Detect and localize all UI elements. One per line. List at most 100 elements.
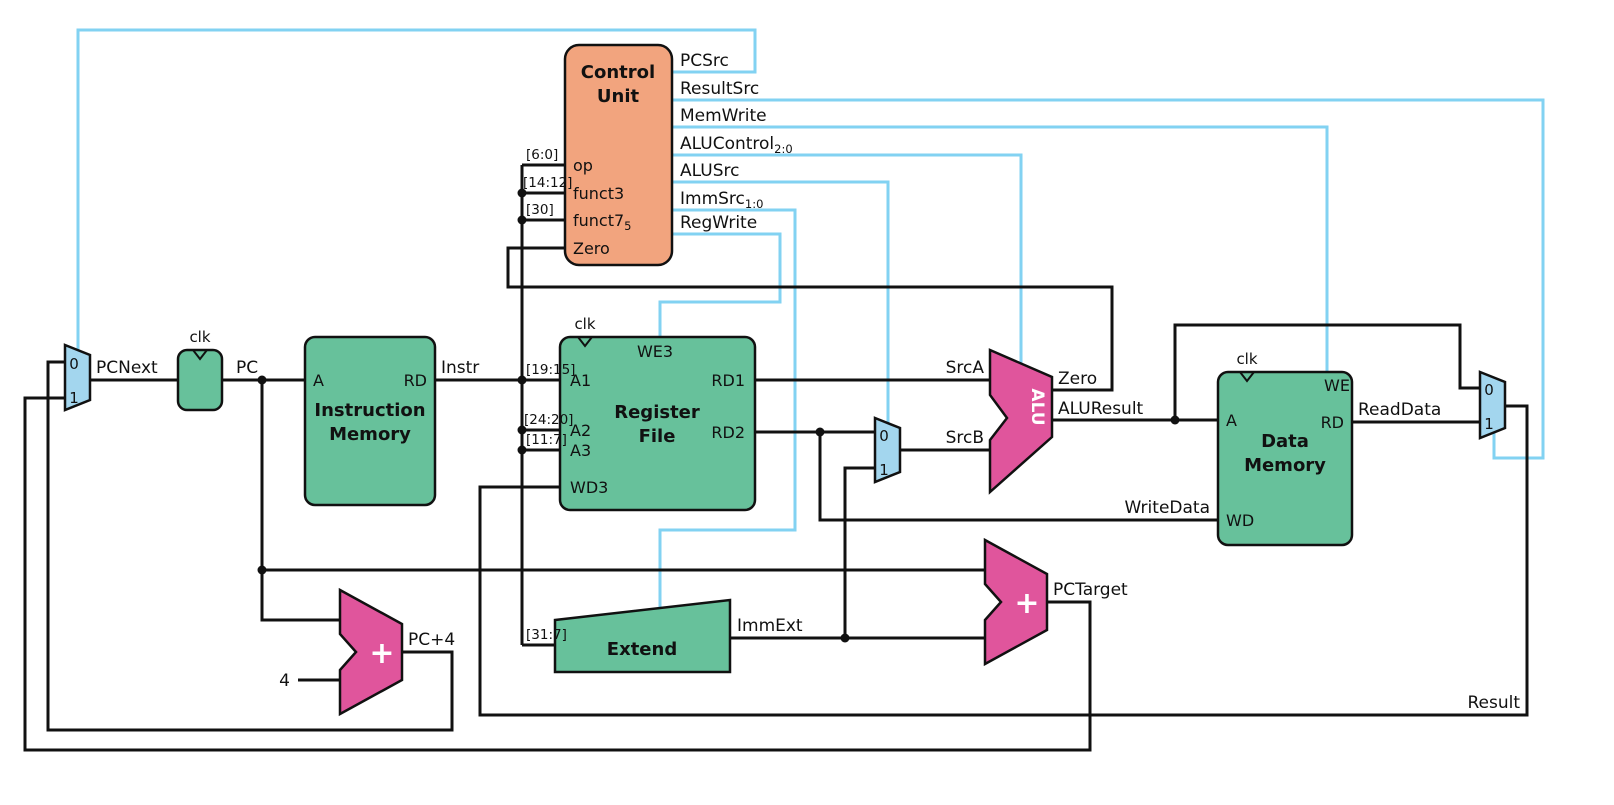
control-wires bbox=[76, 28, 1545, 608]
label-four: 4 bbox=[279, 671, 290, 691]
label-result: Result bbox=[1467, 693, 1520, 713]
label-srca: SrcA bbox=[946, 358, 985, 378]
regfile-title-line1: Register bbox=[614, 402, 700, 423]
junction-dot bbox=[840, 633, 850, 643]
label-immsrc-sub: 1:0 bbox=[745, 197, 764, 211]
junction-dot bbox=[815, 427, 825, 437]
control-input-funct7: funct75 bbox=[573, 211, 632, 233]
control-unit-title-line1: Control bbox=[581, 62, 655, 83]
regfile-title-line2: File bbox=[639, 426, 676, 447]
clk-wedge-icon bbox=[577, 336, 593, 348]
pctarget-adder-plus: + bbox=[1014, 586, 1039, 621]
extend-block bbox=[553, 598, 732, 674]
data-memory-block bbox=[1216, 370, 1354, 547]
junction-dot bbox=[517, 425, 527, 435]
pcnext-mux bbox=[63, 343, 92, 412]
control-input-funct3: funct3 bbox=[573, 184, 624, 203]
instruction-memory-block bbox=[303, 335, 437, 507]
label-alucontrol-main: ALUControl bbox=[680, 134, 774, 154]
junction-dot bbox=[517, 375, 527, 385]
pcplus4-adder-plus: + bbox=[369, 636, 394, 671]
result-mux-in1: 1 bbox=[1484, 415, 1494, 433]
junction-dot bbox=[257, 375, 267, 385]
control-input-funct7-main: funct7 bbox=[573, 211, 624, 230]
junction-dot bbox=[517, 445, 527, 455]
wire-resultsrc bbox=[672, 98, 1545, 460]
pc-register-block bbox=[176, 348, 224, 412]
pcnext-mux-in1: 1 bbox=[69, 389, 79, 407]
label-memwrite: MemWrite bbox=[680, 106, 767, 126]
regfile-pin-rd1: RD1 bbox=[711, 371, 745, 390]
pcnext-mux-in0: 0 bbox=[69, 355, 79, 373]
regfile-pin-a1: A1 bbox=[570, 371, 591, 390]
regfile-clk-label: clk bbox=[574, 315, 595, 333]
data-wires bbox=[23, 163, 1529, 752]
slice-a2: [24:20] bbox=[524, 412, 573, 428]
wire-pctarget-loop bbox=[23, 396, 1092, 752]
regfile-pin-rd2: RD2 bbox=[711, 423, 745, 442]
extend-title: Extend bbox=[607, 639, 677, 660]
wire-alucontrol bbox=[672, 153, 1023, 364]
wire-writedata bbox=[818, 432, 1218, 522]
control-unit-block bbox=[563, 43, 674, 267]
dmem-pin-wd: WD bbox=[1226, 511, 1254, 530]
dmem-pin-a: A bbox=[1226, 411, 1237, 430]
label-alusrc: ALUSrc bbox=[680, 161, 739, 181]
label-alucontrol-sub: 2:0 bbox=[774, 142, 793, 156]
alu-title: ALU bbox=[1027, 388, 1047, 425]
wire-regwrite bbox=[658, 232, 782, 337]
slice-a1: [19:15] bbox=[526, 362, 575, 378]
junction-dot bbox=[257, 565, 267, 575]
regfile-pin-a3: A3 bbox=[570, 441, 591, 460]
label-pcplus4: PC+4 bbox=[408, 630, 455, 650]
wire-zero-flag bbox=[506, 246, 1114, 392]
clk-wedge-icon bbox=[192, 349, 208, 361]
wire-immsrc bbox=[658, 208, 797, 608]
slice-funct7: [30] bbox=[526, 202, 554, 218]
clk-wedge-icon bbox=[1239, 371, 1255, 383]
control-input-op: op bbox=[573, 156, 593, 175]
alu-block bbox=[988, 348, 1054, 495]
label-immext: ImmExt bbox=[737, 616, 803, 636]
regfile-pin-wd3: WD3 bbox=[570, 478, 608, 497]
slice-funct3: [14:12] bbox=[523, 175, 572, 191]
slice-imm: [31:7] bbox=[526, 627, 567, 643]
label-pctarget: PCTarget bbox=[1053, 580, 1128, 600]
imem-title-line1: Instruction bbox=[314, 400, 425, 421]
pctarget-adder-block bbox=[983, 537, 1049, 667]
label-pcsrc: PCSrc bbox=[680, 51, 729, 71]
pc-register-clk-label: clk bbox=[189, 328, 210, 346]
imem-pin-rd: RD bbox=[404, 371, 427, 390]
label-pc: PC bbox=[236, 358, 258, 378]
regfile-pin-we3: WE3 bbox=[637, 342, 673, 361]
wire-aluresult-branch bbox=[1173, 323, 1480, 420]
wire-pcplus4-loop bbox=[46, 360, 454, 732]
dmem-title-line1: Data bbox=[1261, 431, 1309, 452]
label-writedata: WriteData bbox=[1125, 498, 1210, 518]
control-input-funct7-sub: 5 bbox=[624, 219, 631, 233]
label-readdata: ReadData bbox=[1358, 400, 1441, 420]
wire-alusrc bbox=[672, 180, 890, 423]
label-pcnext: PCNext bbox=[96, 358, 158, 378]
result-mux bbox=[1478, 370, 1507, 440]
dmem-pin-we: WE bbox=[1324, 376, 1350, 395]
srcb-mux bbox=[873, 416, 902, 484]
control-unit-title-line2: Unit bbox=[597, 86, 640, 107]
pcplus4-adder-block bbox=[338, 587, 404, 717]
register-file-block bbox=[558, 335, 757, 512]
result-mux-in0: 0 bbox=[1484, 381, 1494, 399]
junction-dot bbox=[517, 215, 527, 225]
dmem-title-line2: Memory bbox=[1244, 455, 1326, 476]
wire-result-loop bbox=[478, 404, 1529, 717]
label-immsrc-main: ImmSrc bbox=[680, 189, 745, 209]
srcb-mux-in0: 0 bbox=[879, 427, 889, 445]
junction-dot bbox=[517, 188, 527, 198]
control-input-zero: Zero bbox=[573, 239, 610, 258]
wire-pc-branch-down bbox=[260, 380, 340, 622]
slice-a3: [11:7] bbox=[526, 432, 567, 448]
junction-dots bbox=[257, 188, 1180, 643]
junction-dot bbox=[1170, 415, 1180, 425]
wire-immext-branch bbox=[843, 466, 875, 638]
